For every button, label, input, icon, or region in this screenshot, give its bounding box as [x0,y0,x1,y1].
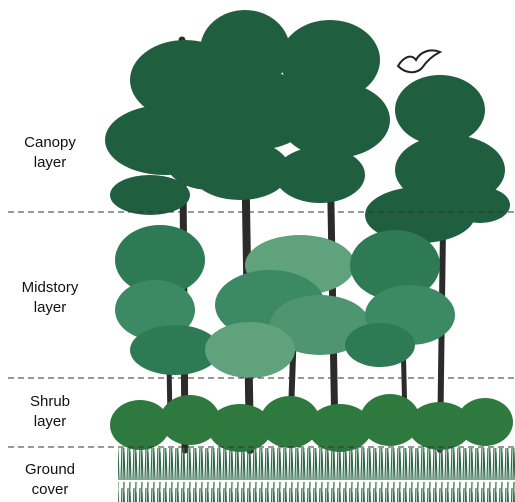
midstory-foliage [115,225,455,378]
label-midstory-line1: Midstory [0,278,100,298]
label-ground-cover: Ground cover [0,460,100,500]
label-canopy-line1: Canopy [0,133,100,153]
canopy-foliage [105,10,510,243]
label-shrub-layer: Shrub layer [0,392,100,432]
ground-cover-grass [118,448,515,502]
label-shrub-line1: Shrub [0,392,100,412]
shrub-foliage [110,394,513,452]
label-shrub-line2: layer [0,412,100,432]
label-midstory-line2: layer [0,298,100,318]
label-canopy-layer: Canopy layer [0,133,100,173]
label-ground-line1: Ground [0,460,100,480]
label-canopy-line2: layer [0,153,100,173]
label-ground-line2: cover [0,480,100,500]
bird-icon [398,50,440,72]
label-midstory-layer: Midstory layer [0,278,100,318]
